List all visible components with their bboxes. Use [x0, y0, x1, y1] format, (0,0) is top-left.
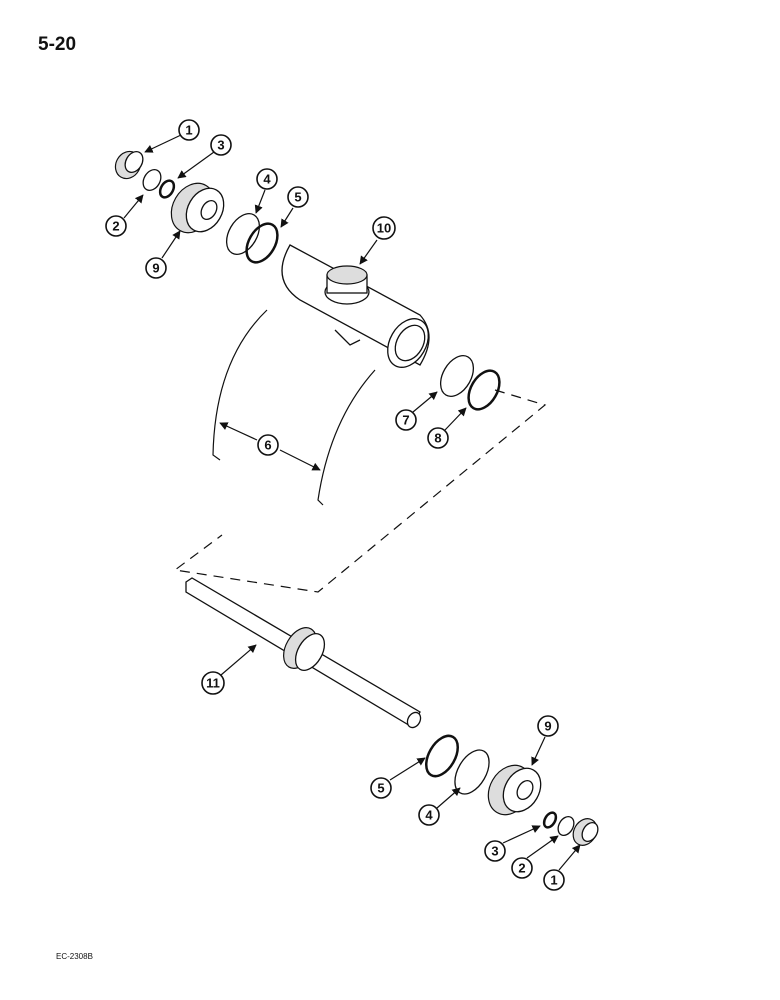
- svg-text:2: 2: [518, 861, 525, 876]
- svg-text:9: 9: [152, 261, 159, 276]
- o-ring-3-upper: [158, 179, 176, 199]
- svg-text:1: 1: [550, 873, 557, 888]
- callout-3-lower: 3: [484, 840, 506, 862]
- washer-2-lower: [557, 816, 575, 836]
- washer-2-upper: [142, 169, 162, 191]
- callout-10: 10: [372, 216, 396, 240]
- svg-text:8: 8: [434, 431, 441, 446]
- svg-text:1: 1: [185, 123, 192, 138]
- callout-2-lower: 2: [511, 857, 533, 879]
- svg-text:11: 11: [206, 676, 220, 691]
- o-ring-3-lower: [542, 811, 558, 829]
- callout-7: 7: [395, 409, 417, 431]
- callout-9-lower: 9: [537, 715, 559, 737]
- svg-text:6: 6: [264, 438, 271, 453]
- callout-9-upper: 9: [145, 257, 167, 279]
- callout-1-upper: 1: [178, 119, 200, 141]
- svg-text:7: 7: [402, 413, 409, 428]
- callout-6: 6: [257, 434, 279, 456]
- wire-6-right: [317, 369, 376, 506]
- svg-text:2: 2: [112, 219, 119, 234]
- svg-text:3: 3: [217, 138, 224, 153]
- gland-9-lower: [487, 764, 542, 816]
- page-number: 5-20: [38, 34, 77, 55]
- leader-lines: [123, 134, 581, 871]
- svg-text:4: 4: [263, 172, 271, 187]
- callout-5-lower: 5: [370, 777, 392, 799]
- backup-ring-4-upper: [225, 213, 261, 255]
- svg-text:3: 3: [491, 844, 498, 859]
- callout-1-lower: 1: [543, 869, 565, 891]
- callout-5-upper: 5: [287, 186, 309, 208]
- wire-6-left: [212, 309, 268, 461]
- bushing-1-upper: [114, 150, 144, 180]
- callout-11: 11: [201, 671, 225, 695]
- svg-text:4: 4: [425, 808, 433, 823]
- o-ring-5-upper: [245, 222, 279, 264]
- callout-4-upper: 4: [256, 168, 278, 190]
- backup-ring-7: [439, 355, 475, 397]
- alignment-dashed-line: [173, 389, 547, 593]
- svg-text:5: 5: [294, 190, 301, 205]
- svg-text:9: 9: [544, 719, 551, 734]
- callout-3-upper: 3: [210, 134, 232, 156]
- piston-rod-11: [185, 577, 422, 729]
- gland-9-upper: [170, 182, 225, 234]
- figure-code: EC-2308B: [56, 952, 93, 961]
- cylinder-barrel-10: [281, 244, 430, 368]
- callout-4-lower: 4: [418, 804, 440, 826]
- svg-text:5: 5: [377, 781, 384, 796]
- o-ring-5-lower: [425, 734, 459, 778]
- svg-text:10: 10: [377, 221, 391, 236]
- callout-2-upper: 2: [105, 215, 127, 237]
- o-ring-8: [467, 369, 501, 411]
- bushing-1-lower: [572, 818, 599, 846]
- callout-8: 8: [427, 427, 449, 449]
